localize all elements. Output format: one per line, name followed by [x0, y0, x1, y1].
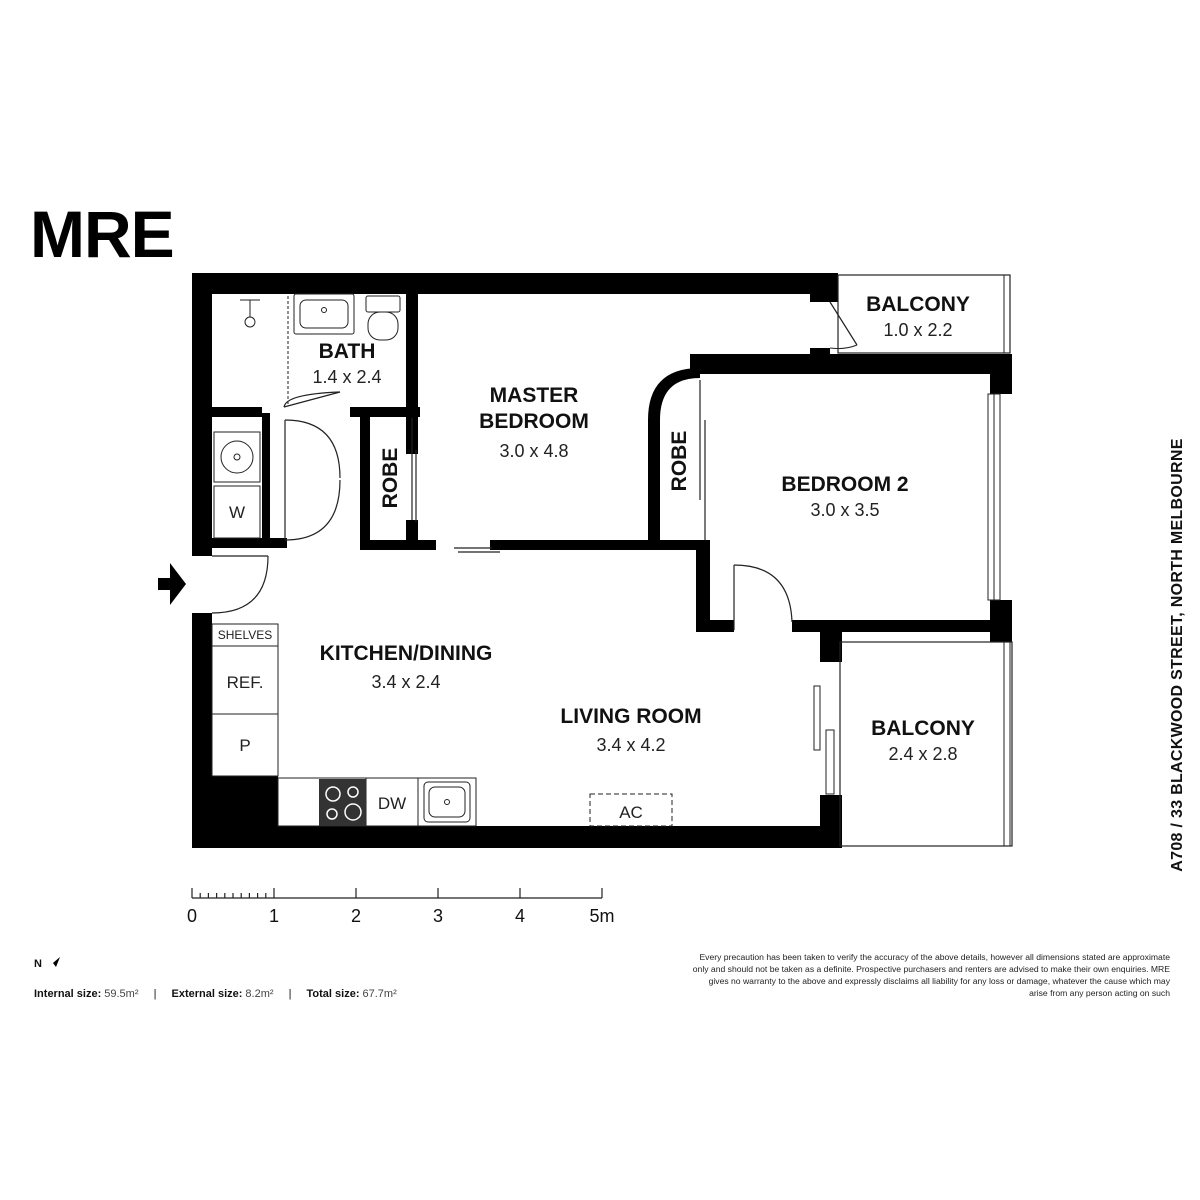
living-dims: 3.4 x 4.2 — [596, 735, 665, 755]
dishwasher-label: DW — [378, 794, 406, 813]
scale-tick-1: 1 — [269, 906, 279, 926]
aircon-outline — [589, 793, 673, 827]
scale-tick-0: 0 — [187, 906, 197, 926]
master-name-line2: BEDROOM — [479, 410, 589, 433]
bedroom2-dims: 3.0 x 3.5 — [810, 500, 879, 520]
total-size-value: 67.7m² — [362, 988, 397, 1000]
doors — [211, 380, 793, 630]
robe-label-bedroom2: ROBE — [668, 431, 691, 492]
bath-fixtures — [240, 293, 401, 405]
kitchen-name: KITCHEN/DINING — [320, 642, 493, 665]
bath-name: BATH — [319, 340, 376, 363]
balcony1-name: BALCONY — [866, 293, 970, 316]
scale-bar — [191, 888, 603, 899]
disclaimer-text: Every precaution has been taken to verif… — [692, 952, 1170, 998]
internal-size-value: 59.5m² — [104, 988, 139, 1000]
kitchen-sink — [423, 781, 471, 823]
balcony-top — [829, 274, 1011, 354]
north-label: N — [34, 958, 42, 970]
shelves-label: SHELVES — [218, 628, 272, 642]
scale-tick-3: 3 — [433, 906, 443, 926]
scale-tick-5: 5m — [589, 906, 614, 926]
living-name: LIVING ROOM — [560, 705, 701, 728]
internal-size-label: Internal size: — [34, 988, 102, 1000]
size-separator: | — [288, 988, 292, 1000]
property-address: A708 / 33 BLACKWOOD STREET, NORTH MELBOU… — [1169, 438, 1186, 872]
total-size-label: Total size: — [306, 988, 360, 1000]
laundry — [213, 431, 261, 539]
cooktop — [319, 779, 366, 826]
bedroom2-name: BEDROOM 2 — [781, 473, 908, 496]
fridge-label: REF. — [227, 673, 264, 692]
room-labels: BATH 1.4 x 2.4 MASTER BEDROOM 3.0 x 4.8 … — [312, 293, 974, 764]
walls — [192, 273, 1012, 848]
robe-label-master: ROBE — [379, 448, 402, 509]
kitchen-dims: 3.4 x 2.4 — [371, 672, 440, 692]
balcony2-name: BALCONY — [871, 717, 975, 740]
aircon-label: AC — [619, 803, 643, 822]
external-size-value: 8.2m² — [245, 988, 274, 1000]
bedroom2-window — [987, 393, 1001, 601]
balcony2-dims: 2.4 x 2.8 — [888, 744, 957, 764]
washer-label: W — [229, 503, 245, 522]
brand-logo: MRE — [30, 197, 175, 271]
scale-tick-4: 4 — [515, 906, 525, 926]
pantry-label: P — [239, 736, 250, 755]
size-separator: | — [153, 988, 157, 1000]
bath-dims: 1.4 x 2.4 — [312, 367, 381, 387]
master-name-line1: MASTER — [490, 384, 579, 407]
size-summary: Internal size:59.5m² | External size:8.2… — [34, 988, 397, 1000]
balcony1-dims: 1.0 x 2.2 — [883, 320, 952, 340]
north-arrow-icon — [47, 957, 60, 968]
balcony-bottom — [813, 641, 1013, 847]
external-size-label: External size: — [171, 988, 243, 1000]
master-dims: 3.0 x 4.8 — [499, 441, 568, 461]
kitchen-cabinets — [211, 623, 477, 827]
scale-tick-2: 2 — [351, 906, 361, 926]
entry-arrow-icon — [158, 563, 186, 605]
